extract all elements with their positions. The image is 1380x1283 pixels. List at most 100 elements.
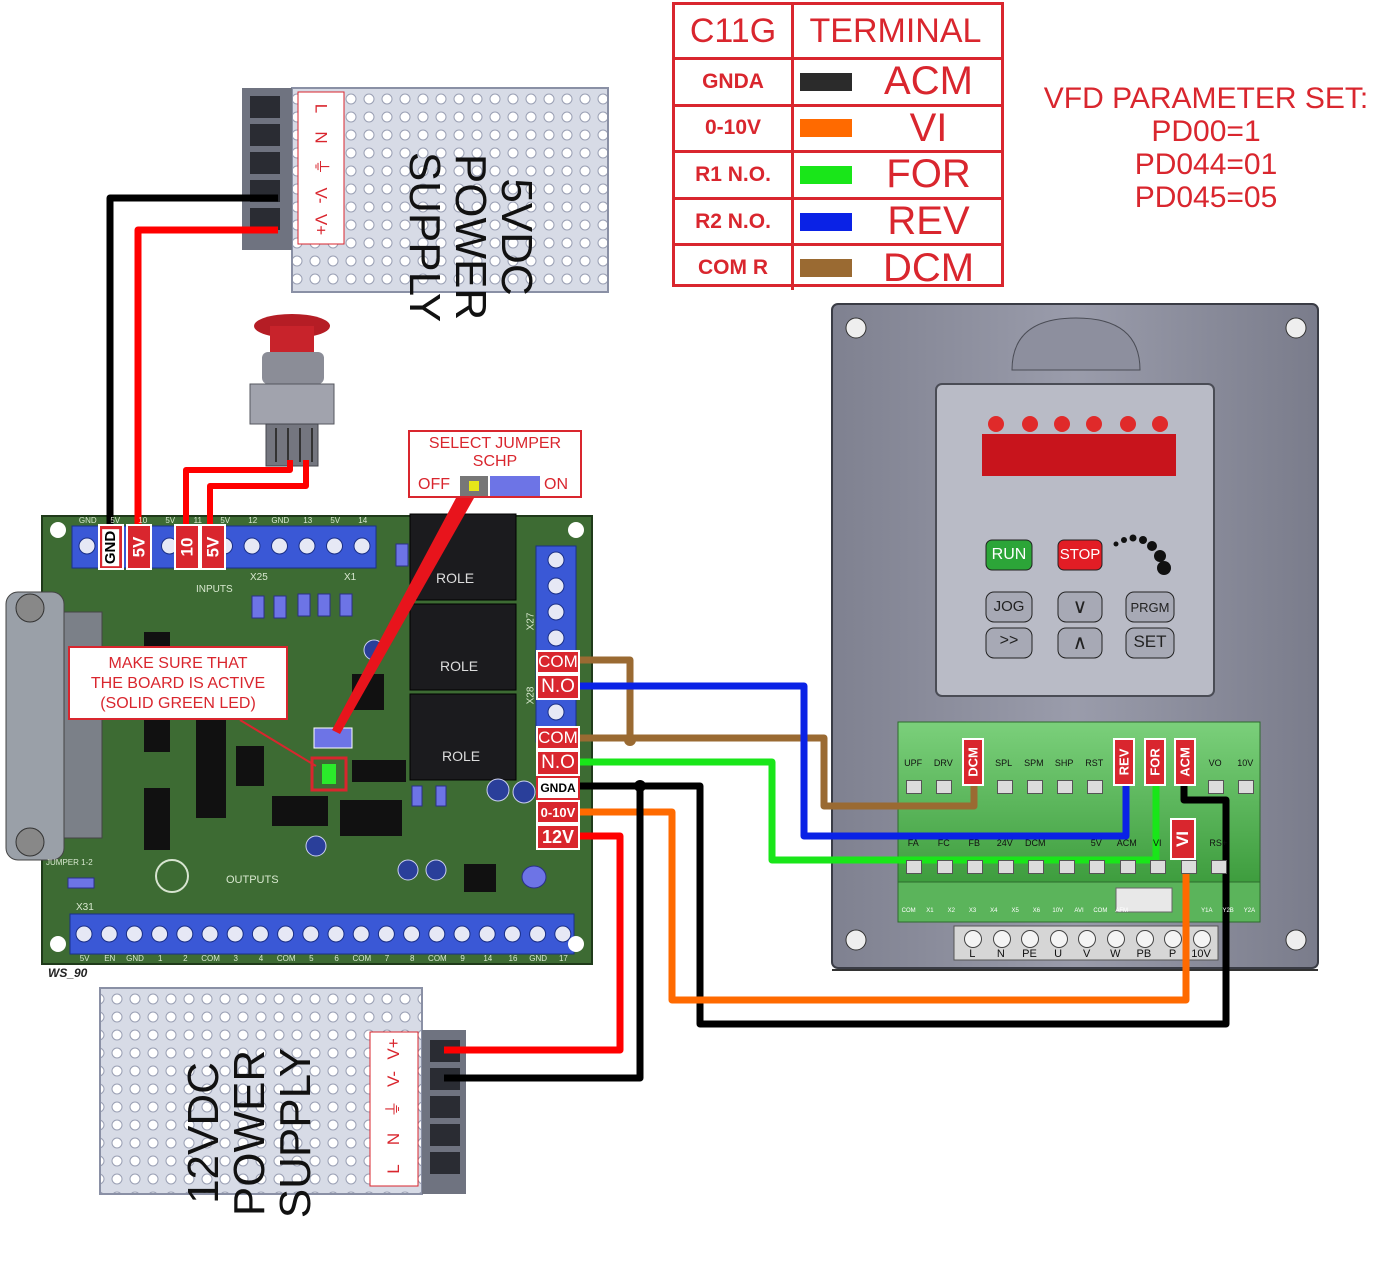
psu-label-line: POWER: [225, 1049, 274, 1217]
vfd-run-button[interactable]: RUN: [991, 546, 1027, 563]
vfd-terminal-screw: [1089, 860, 1106, 874]
jumper-callout-title: SELECT JUMPER: [428, 435, 562, 452]
board-silk-x25: X25: [250, 572, 268, 583]
jumper-callout-pointer: [332, 498, 474, 734]
wire-12v-minus: [444, 786, 644, 1082]
board-silk-label: GND: [126, 954, 144, 963]
terminal-screw: [151, 925, 169, 943]
vfd-set-button[interactable]: SET: [1133, 632, 1167, 651]
vfd-terminal-tag: DCM: [962, 738, 985, 786]
jumper-on-label: ON: [544, 476, 568, 493]
board-silk-label: 11: [193, 516, 202, 525]
board-silk-label: 1: [157, 954, 163, 963]
legend-wire-swatch: [800, 119, 852, 138]
terminal-screw: [353, 537, 371, 555]
legend-terminal: ACM: [884, 59, 973, 104]
board-silk-label: COM: [276, 954, 296, 963]
vfd-fwd-rev-button[interactable]: >>: [999, 632, 1019, 649]
vfd-power-terminal-label: L: [969, 948, 976, 960]
board-silk-label: 12: [248, 516, 258, 525]
vfd-terminal-screw: [906, 780, 923, 794]
legend-wire-swatch: [800, 165, 852, 184]
vfd-jog-button[interactable]: JOG: [993, 598, 1025, 615]
wire-estop-10: [183, 460, 293, 562]
legend-signal: R2 N.O.: [695, 209, 771, 233]
vfd-lower-terminal-label: X4: [990, 908, 998, 914]
wire-com-dcm: [578, 734, 978, 810]
vfd-power-screw: [992, 930, 1011, 948]
board-tag-gnd: GND: [98, 524, 124, 570]
board-silk-label: 5: [309, 954, 314, 963]
psu-label-line: 5VDC: [492, 178, 541, 296]
wire-5vpsu-5v: [134, 226, 278, 562]
vfd-power-terminal-label: U: [1054, 948, 1063, 960]
vfd-prgm-button[interactable]: PRGM: [1130, 600, 1170, 615]
psu-terminal-label: L: [384, 1164, 403, 1174]
legend-header-row: C11G TERMINAL: [675, 5, 1001, 57]
legend-terminal-cell: DCM: [791, 246, 1001, 290]
vfd-lower-terminal-label: X6: [1032, 908, 1041, 914]
controller-board: [5, 513, 593, 965]
vfd-terminal-tag-text: REV: [1116, 748, 1132, 776]
vfd-terminal-screw: [1150, 860, 1167, 874]
legend-signal: GNDA: [702, 69, 764, 93]
terminal-screw: [377, 925, 395, 943]
vfd-terminal-screw: [996, 780, 1013, 794]
legend-terminal-cell: ACM: [791, 59, 1001, 104]
terminal-screw: [125, 925, 143, 943]
jumper-off-pin: [460, 476, 488, 496]
vfd-terminal-screw: [1026, 780, 1043, 794]
vfd-lower-terminal-label: 10V: [1052, 908, 1064, 914]
vfd-up-button[interactable]: ∧: [1072, 632, 1088, 654]
board-silk-label: 5V: [165, 516, 176, 525]
vfd-terminal-label: VI: [1152, 838, 1162, 848]
vfd-terminal-label: ACM: [1116, 838, 1137, 848]
vfd-terminal-label: 10V: [1237, 758, 1254, 768]
vfd-parameter-set: VFD PARAMETER SET: PD00=1 PD044=01 PD045…: [1028, 82, 1380, 214]
psu-12v-label: 12VDC POWER SUPPLY: [179, 983, 320, 1283]
vfd-lower-terminal-label: Y1A: [1201, 908, 1213, 914]
vfd-terminal-screw: [1087, 780, 1104, 794]
legend-wire-swatch: [800, 212, 852, 231]
vfd-tag-text: VI: [1173, 830, 1192, 848]
board-silk-label: 16: [508, 954, 518, 963]
board-silk-label: 17: [558, 954, 568, 963]
vfd-terminal-tag-text: FOR: [1147, 748, 1163, 776]
wire-rev: [578, 682, 1130, 840]
vfd-stop-button[interactable]: STOP: [1059, 546, 1101, 563]
board-silk-label: EN: [104, 954, 116, 963]
wire-com-r: [578, 656, 634, 740]
vfd-terminal-label: SHP: [1054, 758, 1074, 768]
vfd-terminal-tag-text: DCM: [965, 747, 981, 777]
legend-header-left: C11G: [689, 11, 777, 50]
board-silk-x31: X31: [76, 902, 94, 913]
board-model-label: WS_90: [48, 966, 88, 980]
vfd-down-button[interactable]: ∨: [1072, 596, 1088, 618]
board-tag-text: 10: [176, 537, 196, 557]
terminal-screw: [554, 925, 572, 943]
legend-terminal-cell: VI: [791, 106, 1001, 151]
terminal-screw: [326, 537, 343, 555]
board-silk-label: GND: [529, 954, 548, 963]
vfd-terminal-label: RST: [1085, 758, 1104, 768]
vfd-terminal-screw: [1058, 860, 1075, 874]
board-tag-0-10v: 0-10V: [536, 800, 580, 824]
vfd-terminal-tag: FOR: [1143, 738, 1166, 786]
vfd-terminal-screw: [1208, 780, 1225, 794]
led-callout-line: (SOLID GREEN LED): [100, 695, 256, 712]
vfd-terminal-label: SPL: [995, 758, 1013, 768]
board-silk-label: 3: [233, 954, 238, 963]
vfd-terminal-tag-text: ACM: [1177, 747, 1193, 777]
vfd-power-screw: [964, 930, 982, 948]
legend-terminal-cell: REV: [791, 199, 1001, 244]
board-silk-label: 5V: [220, 516, 231, 525]
vfd-power-screw: [1049, 930, 1068, 948]
board-tag-no-1: N.O: [536, 674, 580, 700]
vfd-terminal-label: 24V: [996, 838, 1013, 848]
vfd-terminal-screw: [997, 860, 1014, 874]
vfd-terminal-screw: [1180, 860, 1197, 874]
vfd-lower-terminal-label: COM: [901, 908, 916, 914]
vfd-terminal-label: UPF: [904, 758, 923, 768]
board-silk-label: 10: [138, 516, 148, 525]
